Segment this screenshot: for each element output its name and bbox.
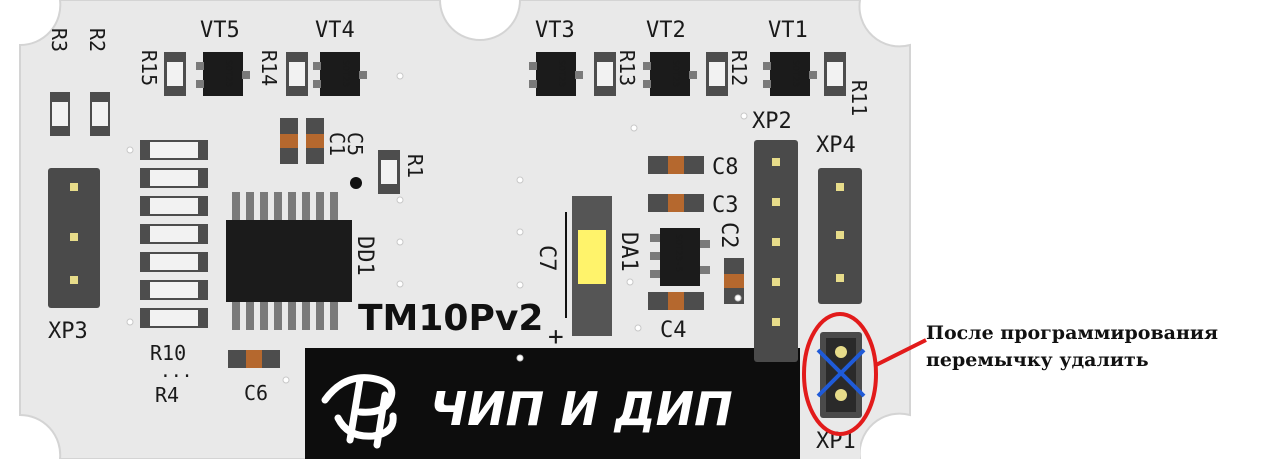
label-vt1: VT1: [768, 18, 808, 43]
logo-text: ЧИП И ДИП: [430, 382, 733, 436]
label-r12: R12: [727, 50, 751, 86]
jumper-cross-line-2: [816, 348, 866, 398]
label-r1: R1: [403, 154, 427, 178]
xp1-pin-bottom: [835, 389, 847, 401]
label-c7: C7: [534, 245, 559, 272]
vt2-transistor: [643, 52, 697, 96]
label-vt4: VT4: [315, 18, 355, 43]
label-r14: R14: [257, 50, 281, 86]
xp2-pins: [772, 158, 780, 326]
xp1-pin-top: [835, 346, 847, 358]
c6-body: [246, 350, 262, 368]
c3-body: [668, 194, 684, 212]
label-xp2: XP2: [752, 109, 792, 134]
label-vt3: VT3: [535, 18, 575, 43]
callout-line: [875, 338, 927, 367]
dd1-pin1-mark: [350, 177, 362, 189]
label-c1: C1: [325, 132, 349, 156]
vt5-transistor: [196, 52, 250, 96]
r11-body: [827, 62, 843, 86]
r15-body: [167, 62, 183, 86]
callout-note: После программирования перемычку удалить: [926, 320, 1271, 374]
chipdip-logo-emblem: [321, 374, 397, 449]
label-c3: C3: [712, 193, 739, 218]
xp4-pins: [836, 183, 844, 282]
callout-line-1: После программирования: [926, 322, 1218, 344]
vt3-transistor: [529, 52, 583, 96]
callout-ellipse: [802, 312, 878, 436]
label-r3: R3: [47, 28, 71, 52]
dd1-pins: [232, 192, 338, 330]
label-da1: DA1: [616, 232, 641, 272]
sot23-mark-vt2: SOT23: [670, 60, 680, 87]
r2-body: [92, 102, 108, 126]
label-xp4: XP4: [816, 133, 856, 158]
dd1-chip: [226, 220, 352, 302]
vt4-transistor: [313, 52, 367, 96]
vt1-transistor: [763, 52, 817, 96]
label-dd1: DD1: [352, 236, 377, 276]
resistor-stack: [140, 140, 208, 328]
label-r11: R11: [847, 80, 871, 116]
label-c4: C4: [660, 318, 687, 343]
pcb-board: [19, 0, 911, 459]
da1-chip: [660, 228, 700, 286]
da1-pins: [650, 234, 710, 278]
c7-body: [578, 230, 606, 284]
board-name: TM10Pv2: [358, 298, 543, 339]
label-vt2: VT2: [646, 18, 686, 43]
r1-body: [381, 160, 397, 184]
sot23-mark-vt4: SOT23: [340, 60, 350, 87]
sot23-mark-vt5: SOT23: [223, 60, 233, 87]
label-r2: R2: [85, 28, 109, 52]
label-r15: R15: [137, 50, 161, 86]
label-c6: C6: [244, 381, 268, 405]
label-plus: +: [548, 322, 564, 352]
label-r4: R4: [155, 383, 179, 407]
vias: [126, 72, 748, 384]
label-vt5: VT5: [200, 18, 240, 43]
label-c8: C8: [712, 155, 739, 180]
c2-body: [724, 274, 744, 288]
label-c5: C5: [343, 132, 367, 156]
c8-body: [668, 156, 684, 174]
c1-body: [280, 134, 298, 148]
label-dots: ...: [160, 361, 193, 382]
r3-body: [52, 102, 68, 126]
r13-body: [597, 62, 613, 86]
label-c2: C2: [716, 222, 741, 249]
r12-body: [709, 62, 725, 86]
label-xp3: XP3: [48, 319, 88, 344]
label-r10: R10: [150, 341, 186, 365]
xp2-header: [754, 140, 798, 362]
sot23-mark-vt3: SOT23: [556, 60, 566, 87]
sot23-mark-vt1: SOT23: [790, 60, 800, 87]
callout-line-2: перемычку удалить: [926, 349, 1149, 371]
c5-body: [306, 134, 324, 148]
c4-body: [668, 292, 684, 310]
sot23-5-mark: SOT23-5: [673, 234, 683, 272]
label-r13: R13: [615, 50, 639, 86]
r14-body: [289, 62, 305, 86]
xp3-pins: [70, 183, 78, 284]
